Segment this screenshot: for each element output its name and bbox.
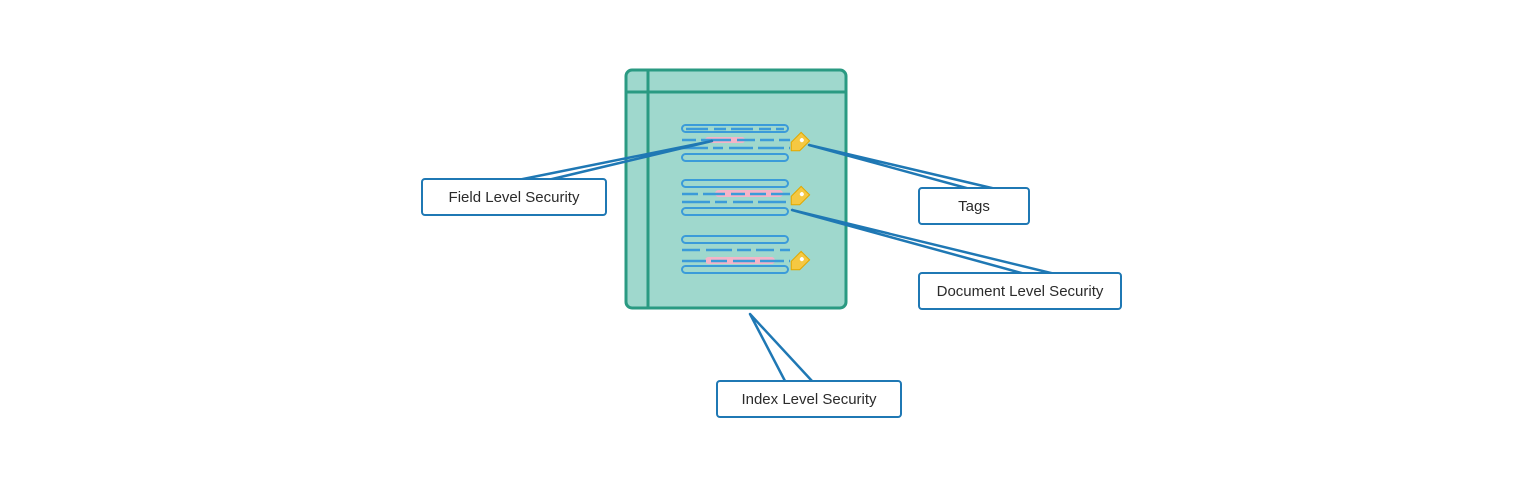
index-callout-pointer <box>748 312 813 382</box>
document-level-security-label: Document Level Security <box>918 272 1122 310</box>
index-level-security-label: Index Level Security <box>716 380 902 418</box>
index-panel-icon <box>624 68 848 310</box>
tags-label: Tags <box>918 187 1030 225</box>
tags-callout-pointer <box>807 143 997 191</box>
field-callout-pointer <box>517 139 714 182</box>
tag-icon <box>790 185 811 206</box>
document-lines-icon <box>681 235 790 274</box>
tag-icon <box>790 250 811 271</box>
document-lines-icon <box>681 179 790 216</box>
document-lines-icon <box>681 124 790 162</box>
document-callout-pointer <box>790 208 1056 276</box>
field-level-security-label: Field Level Security <box>421 178 607 216</box>
tag-icon <box>790 131 811 152</box>
